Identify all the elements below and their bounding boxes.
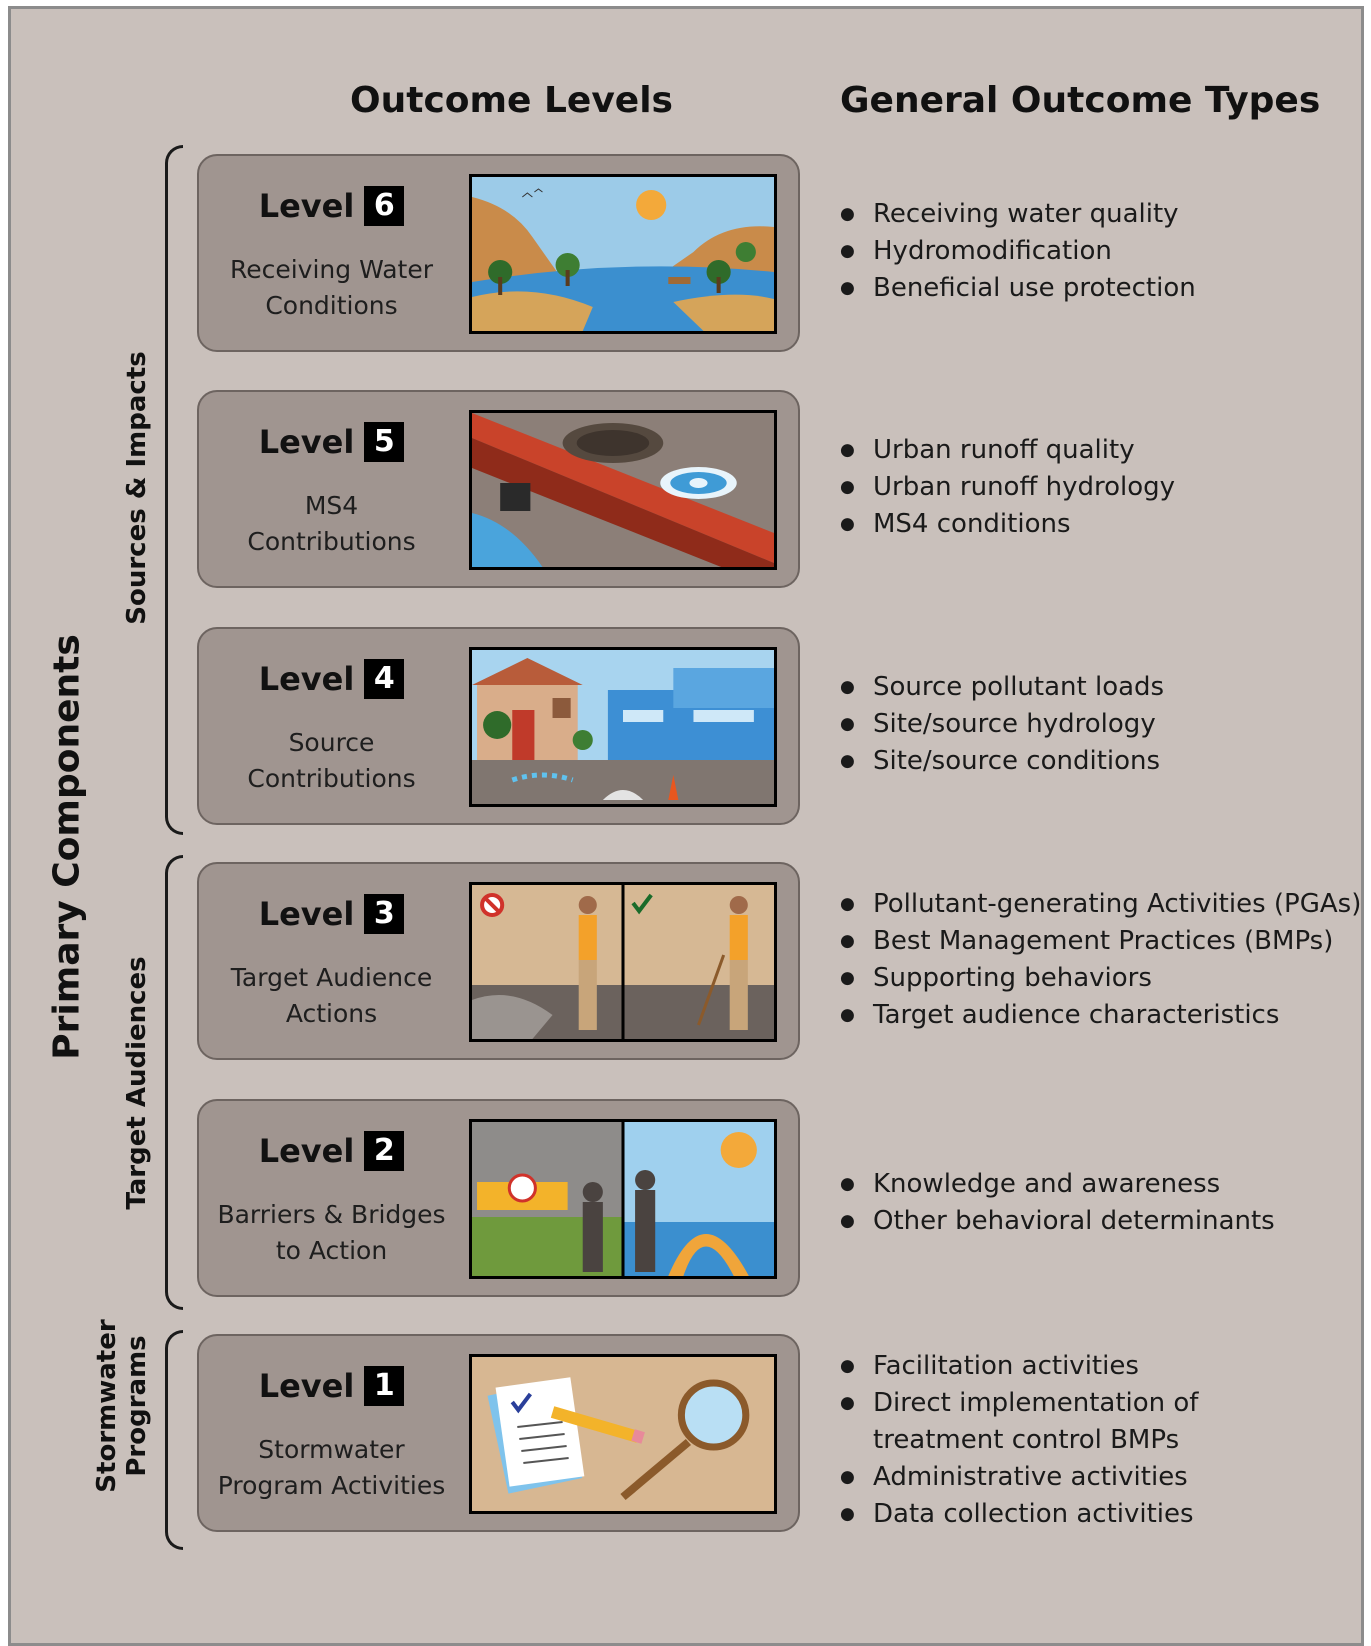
outcome-item: Knowledge and awareness bbox=[840, 1166, 1275, 1203]
level-desc-line2: to Action bbox=[275, 1236, 388, 1265]
outcome-item: Urban runoff hydrology bbox=[840, 469, 1175, 506]
level-number-badge: 5 bbox=[364, 422, 405, 462]
level-number-badge: 4 bbox=[364, 659, 405, 699]
outcome-item: Site/source conditions bbox=[840, 743, 1164, 780]
level-word: Level bbox=[258, 187, 355, 225]
level-desc-line1: Stormwater bbox=[258, 1435, 405, 1464]
outcome-item: Direct implementation of bbox=[840, 1385, 1198, 1422]
level-word: Level bbox=[258, 1132, 355, 1170]
hosing-vs-sweeping-illustration bbox=[469, 882, 777, 1042]
sources-impacts-label: Sources & Impacts bbox=[122, 351, 152, 625]
checklist-and-magnifier-illustration bbox=[469, 1354, 777, 1514]
level-desc-line2: Actions bbox=[285, 999, 378, 1028]
primary-components-label: Primary Components bbox=[46, 634, 88, 1060]
stormwater-programs-line2: Programs bbox=[122, 1335, 152, 1477]
general-outcome-types-header: General Outcome Types bbox=[840, 80, 1321, 121]
level-word: Level bbox=[258, 1367, 355, 1405]
level-desc-line2: Conditions bbox=[265, 291, 398, 320]
level-desc-line1: Barriers & Bridges bbox=[217, 1200, 446, 1229]
outcome-item: Beneficial use protection bbox=[840, 270, 1196, 307]
level-5-outcome-list: Urban runoff quality Urban runoff hydrol… bbox=[840, 432, 1175, 543]
outcome-levels-header: Outcome Levels bbox=[350, 80, 673, 121]
outcome-item-continuation: treatment control BMPs bbox=[873, 1425, 1180, 1455]
outcome-item: Receiving water quality bbox=[840, 196, 1196, 233]
level-desc-line2: Contributions bbox=[247, 764, 416, 793]
level-desc-line1: Receiving Water bbox=[229, 255, 433, 284]
level-number-badge: 1 bbox=[364, 1366, 405, 1406]
outcome-item: Administrative activities bbox=[840, 1459, 1198, 1496]
sources-impacts-brace bbox=[165, 145, 183, 835]
barrier-and-bridge-illustration bbox=[469, 1119, 777, 1279]
level-6-description: Receiving Water Conditions bbox=[199, 252, 464, 324]
level-6-outcome-list: Receiving water quality Hydromodificatio… bbox=[840, 196, 1196, 307]
house-and-business-runoff-illustration bbox=[469, 647, 777, 807]
level-2-outcome-list: Knowledge and awareness Other behavioral… bbox=[840, 1166, 1275, 1240]
outcome-item: Other behavioral determinants bbox=[840, 1203, 1275, 1240]
level-desc-line2: Contributions bbox=[247, 527, 416, 556]
level-5-description: MS4 Contributions bbox=[199, 488, 464, 560]
level-4-outcome-list: Source pollutant loads Site/source hydro… bbox=[840, 669, 1164, 780]
level-2-description: Barriers & Bridges to Action bbox=[199, 1197, 464, 1269]
outcome-item: Source pollutant loads bbox=[840, 669, 1164, 706]
level-4-description: Source Contributions bbox=[199, 725, 464, 797]
level-desc-line1: Source bbox=[288, 728, 375, 757]
outcome-item: Site/source hydrology bbox=[840, 706, 1164, 743]
level-number-badge: 2 bbox=[364, 1131, 405, 1171]
outcome-item: Best Management Practices (BMPs) bbox=[840, 923, 1361, 960]
level-desc-line1: Target Audience bbox=[230, 963, 433, 992]
outcome-item: Facilitation activities bbox=[840, 1348, 1198, 1385]
outcome-item: Data collection activities bbox=[840, 1496, 1198, 1533]
storm-drain-curb-illustration bbox=[469, 410, 777, 570]
level-number-badge: 6 bbox=[364, 186, 405, 226]
stormwater-programs-label: Stormwater Programs bbox=[92, 1319, 152, 1492]
outcome-item: Urban runoff quality bbox=[840, 432, 1175, 469]
target-audiences-label: Target Audiences bbox=[122, 956, 152, 1210]
target-audiences-brace bbox=[165, 855, 183, 1310]
level-word: Level bbox=[258, 660, 355, 698]
level-desc-line2: Program Activities bbox=[217, 1471, 446, 1500]
level-number-badge: 3 bbox=[364, 894, 405, 934]
level-desc-line1: MS4 bbox=[304, 491, 359, 520]
lake-landscape-illustration bbox=[469, 174, 777, 334]
outcome-item: MS4 conditions bbox=[840, 506, 1175, 543]
outcome-item: Pollutant-generating Activities (PGAs) bbox=[840, 886, 1361, 923]
level-3-outcome-list: Pollutant-generating Activities (PGAs) B… bbox=[840, 886, 1361, 1034]
level-word: Level bbox=[258, 423, 355, 461]
stormwater-programs-line1: Stormwater bbox=[92, 1319, 122, 1493]
outcome-item: Target audience characteristics bbox=[840, 997, 1361, 1034]
outcome-item: Supporting behaviors bbox=[840, 960, 1361, 997]
level-3-description: Target Audience Actions bbox=[199, 960, 464, 1032]
level-word: Level bbox=[258, 895, 355, 933]
outcome-item: Hydromodification bbox=[840, 233, 1196, 270]
level-1-outcome-list: Facilitation activities Direct implement… bbox=[840, 1348, 1198, 1533]
stormwater-programs-brace bbox=[165, 1330, 183, 1550]
level-1-description: Stormwater Program Activities bbox=[199, 1432, 464, 1504]
